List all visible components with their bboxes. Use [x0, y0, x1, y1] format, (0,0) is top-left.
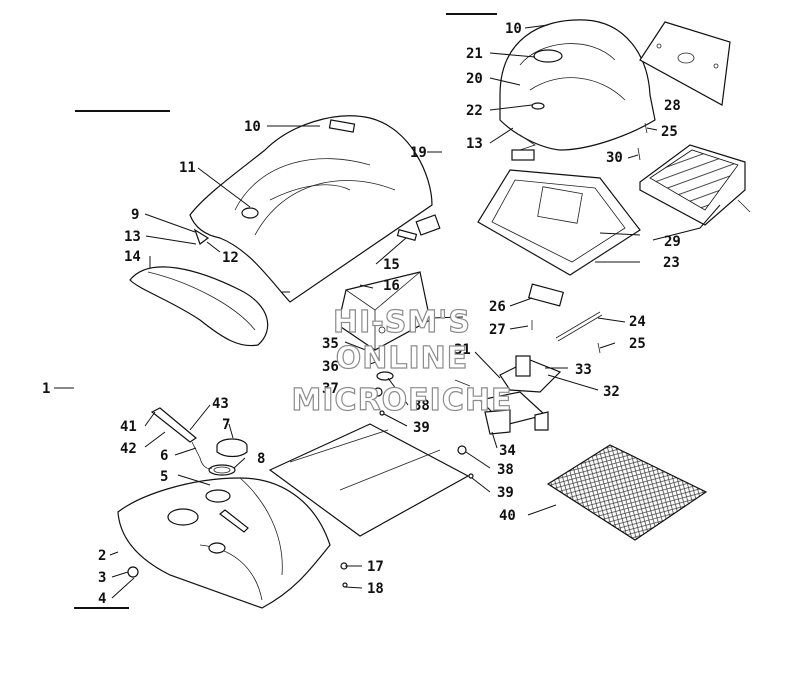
callout-42: 42 — [120, 441, 137, 457]
callout-18: 18 — [367, 581, 384, 597]
fuel-line-41-43 — [150, 407, 213, 469]
rear-seat-cowl-10-upper — [499, 19, 656, 161]
callout-7: 7 — [222, 417, 230, 433]
storage-tray-23 — [477, 169, 641, 276]
callout-20: 20 — [466, 71, 483, 87]
leader-lines — [54, 24, 721, 599]
callout-23: 23 — [663, 255, 680, 271]
callout-25-lower: 25 — [629, 336, 646, 352]
callout-10-lower: 10 — [244, 119, 261, 135]
license-plate-bracket-28 — [639, 21, 731, 106]
callout-5: 5 — [160, 469, 168, 485]
callout-12: 12 — [222, 250, 239, 266]
callout-8: 8 — [257, 451, 265, 467]
callout-4: 4 — [98, 591, 106, 607]
fuel-cap-7-8 — [208, 438, 248, 476]
watermark-line-1: HI-SM'S — [333, 305, 471, 340]
callout-26: 26 — [489, 299, 506, 315]
callout-11: 11 — [179, 160, 196, 176]
callout-10-upper: 10 — [505, 21, 522, 37]
callout-33: 33 — [575, 362, 592, 378]
callout-39-lower: 39 — [497, 485, 514, 501]
fuel-tank-2 — [117, 477, 331, 609]
side-panel-14 — [129, 266, 269, 347]
callout-34: 34 — [499, 443, 516, 459]
callout-13-left: 13 — [124, 229, 141, 245]
tail-light-bracket-29 — [639, 144, 751, 226]
callout-13-right: 13 — [466, 136, 483, 152]
callout-32: 32 — [603, 384, 620, 400]
callout-43: 43 — [212, 396, 229, 412]
callout-6: 6 — [160, 448, 168, 464]
watermark-line-3: MICROFICHE — [292, 383, 513, 418]
watermark: HI-SM'S ONLINE MICROFICHE — [291, 304, 513, 418]
callout-21: 21 — [466, 46, 483, 62]
callout-37: 37 — [322, 381, 339, 397]
callout-3: 3 — [98, 570, 106, 586]
callout-38-upper: 38 — [413, 398, 430, 414]
callout-40: 40 — [499, 508, 516, 524]
callout-41: 41 — [120, 419, 137, 435]
callout-30: 30 — [606, 150, 623, 166]
small-hardware — [340, 122, 648, 588]
front-seat-cowl-10 — [189, 115, 441, 303]
header-rules — [74, 13, 497, 609]
callout-19: 19 — [410, 145, 427, 161]
callout-1: 1 — [42, 381, 50, 397]
callout-38-lower: 38 — [497, 462, 514, 478]
callout-9: 9 — [131, 207, 139, 223]
callout-16: 16 — [383, 278, 400, 294]
callout-27: 27 — [489, 322, 506, 338]
rear-mesh-mat-40 — [546, 444, 708, 541]
callout-2: 2 — [98, 548, 106, 564]
callout-35: 35 — [322, 336, 339, 352]
callout-36: 36 — [322, 359, 339, 375]
callout-17: 17 — [367, 559, 384, 575]
callout-39-upper: 39 — [413, 420, 430, 436]
storage-box-16 — [337, 271, 431, 351]
floor-plate — [268, 423, 470, 537]
callout-25-upper: 25 — [661, 124, 678, 140]
callout-labels: 1 2 3 4 5 6 7 8 9 10 10 11 12 13 13 14 1… — [42, 21, 681, 607]
callout-15: 15 — [383, 257, 400, 273]
watermark-line-2: ONLINE — [336, 341, 469, 376]
callout-22: 22 — [466, 103, 483, 119]
callout-28: 28 — [664, 98, 681, 114]
callout-14: 14 — [124, 249, 141, 265]
callout-31: 31 — [454, 342, 471, 358]
callout-29: 29 — [664, 234, 681, 250]
callout-24: 24 — [629, 314, 646, 330]
